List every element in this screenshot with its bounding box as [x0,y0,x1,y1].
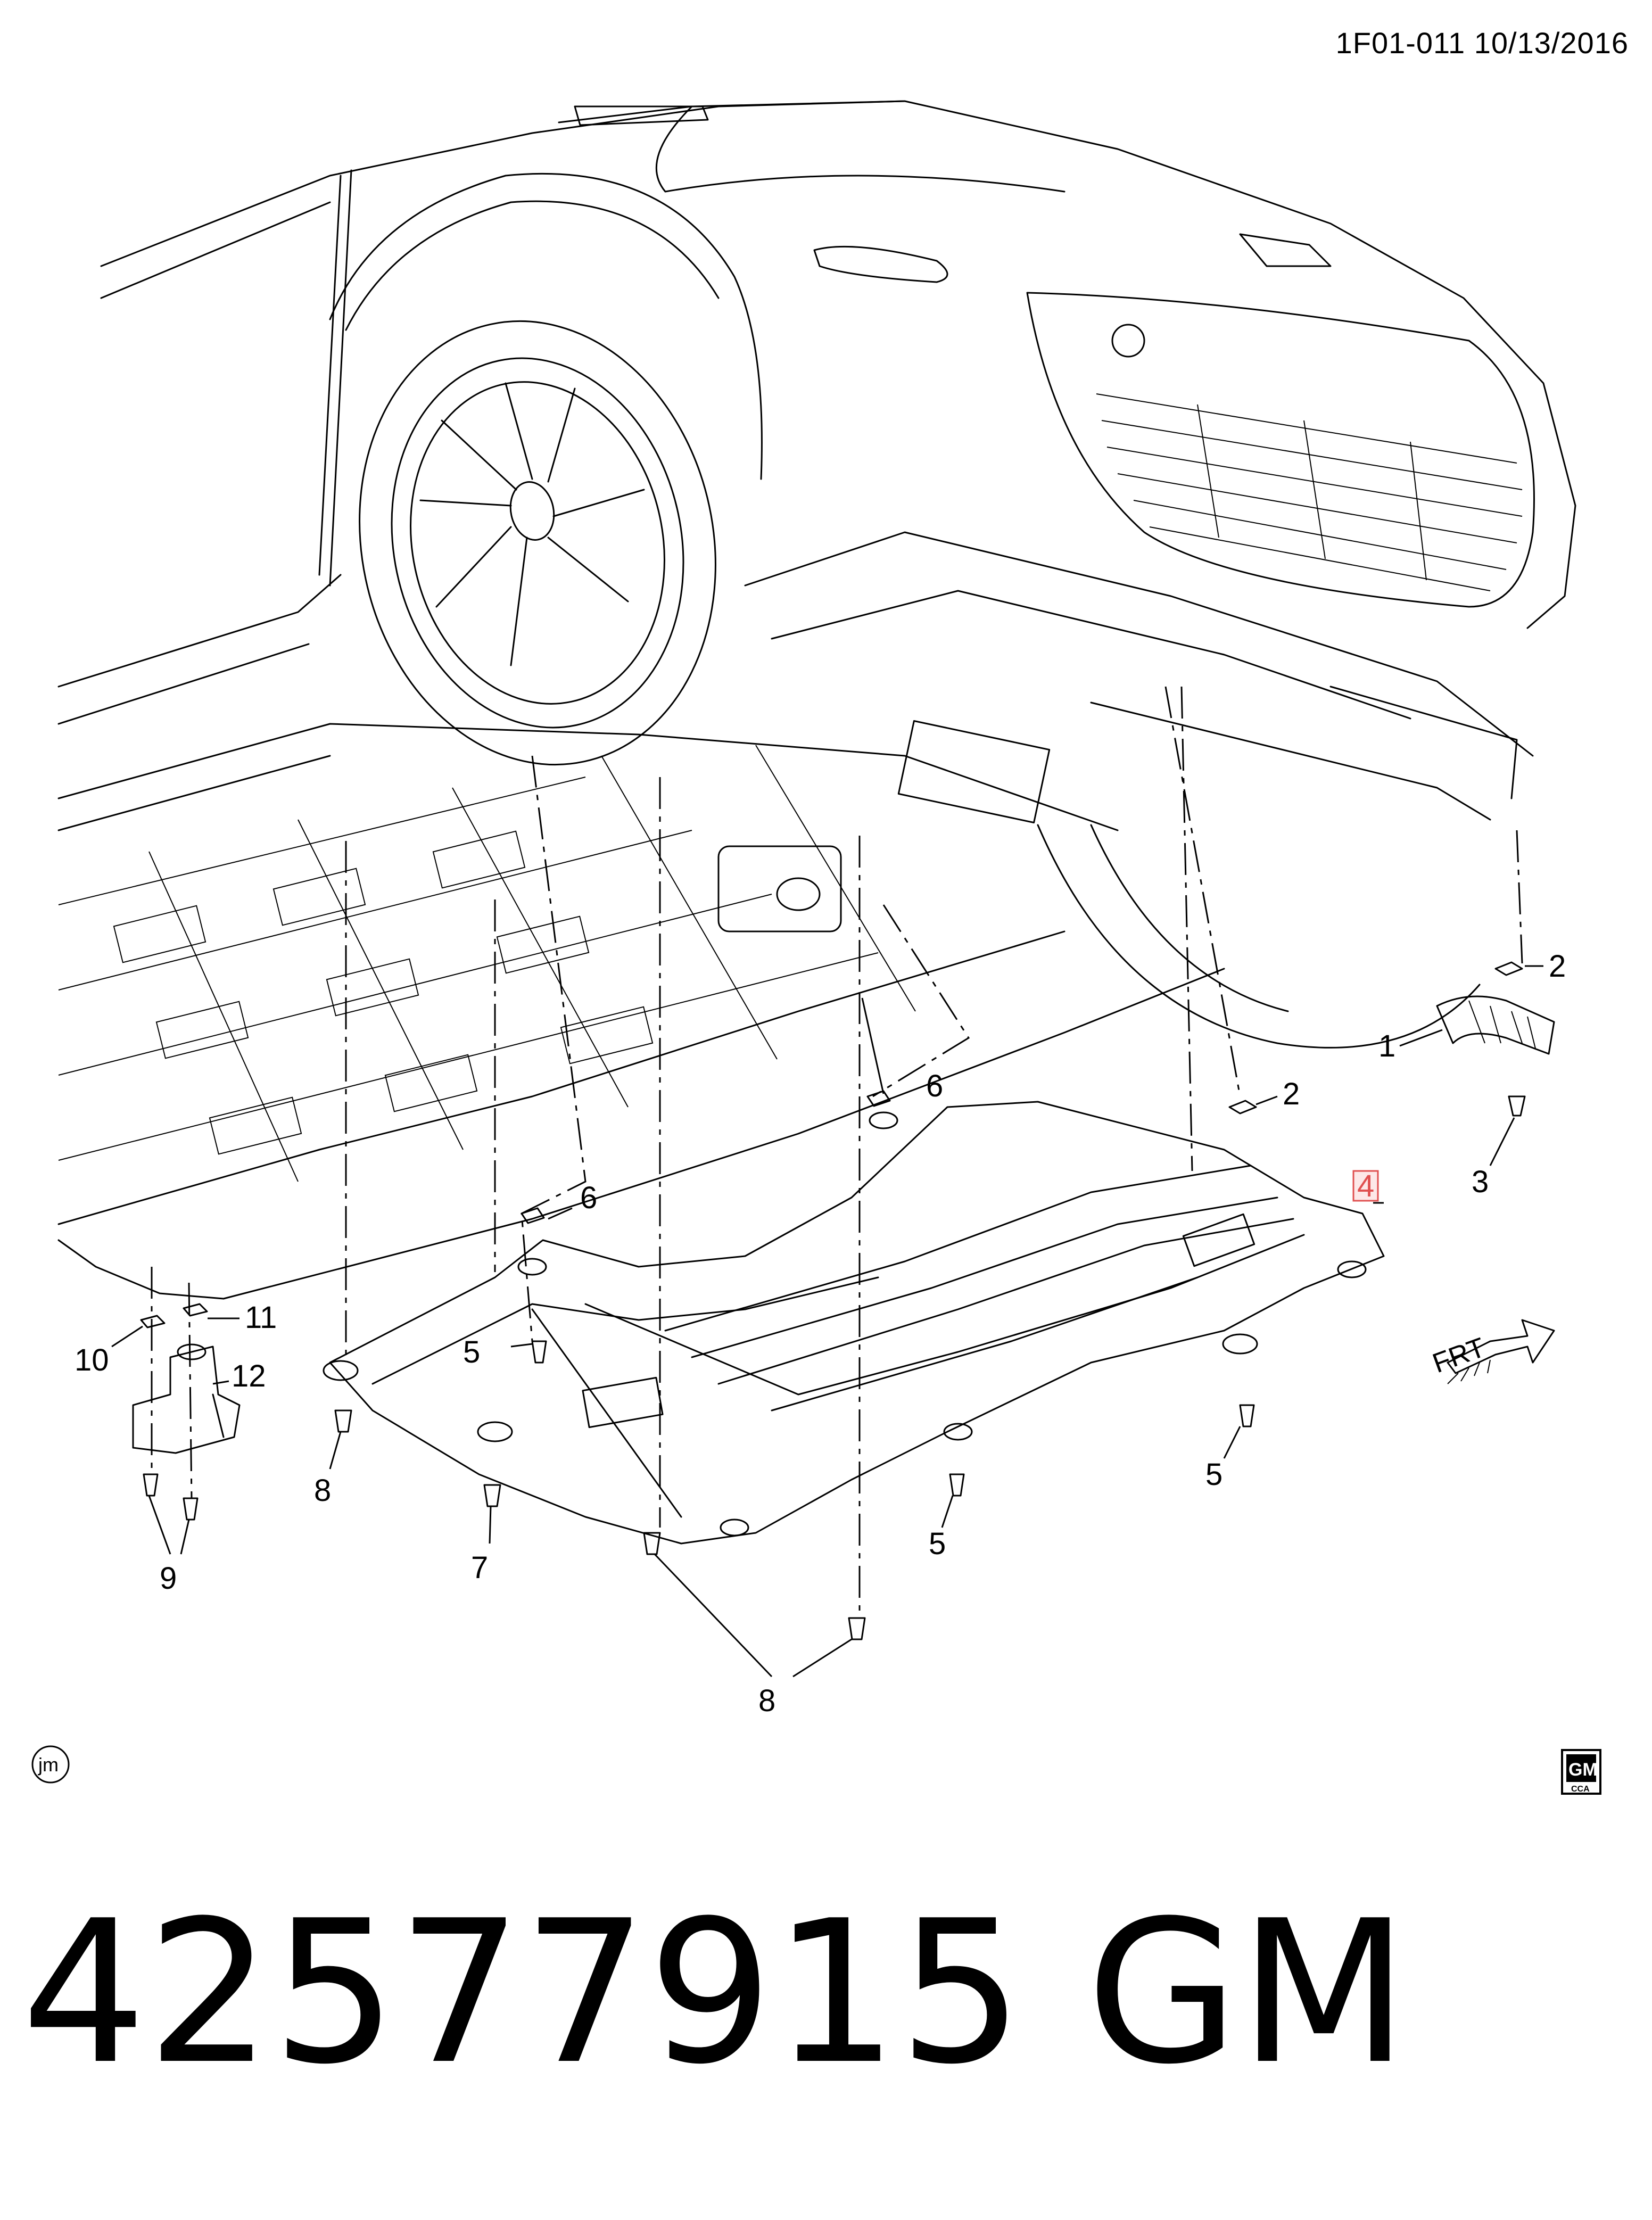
front-wheel [359,320,1481,1049]
callout-11: 11 [245,1300,277,1335]
gm-logo-text: GM [1568,1760,1598,1780]
front-direction-indicator: FRT [1428,1319,1555,1384]
gm-logo-subtext: CCA [1571,1785,1590,1794]
grille-slats [1096,393,1523,591]
callout-1: 1 [1378,1029,1395,1063]
callout-8-left: 8 [314,1473,331,1508]
bracket [132,1343,241,1454]
callout-7: 7 [471,1550,488,1585]
vehicle-body-outline [57,100,1576,725]
part-number-label: 42577915 GM [21,1879,1409,2108]
callout-3: 3 [1472,1165,1489,1199]
underbody-shield [323,1101,1385,1545]
callout-5-right: 5 [1205,1457,1223,1492]
callout-4-highlight [1352,1170,1379,1202]
jm-watermark: jm [31,1745,70,1784]
callout-10: 10 [75,1343,109,1377]
front-side-deflector [1436,995,1555,1055]
callout-6-lower: 6 [580,1181,597,1215]
gm-logo: GM CCA [1561,1749,1601,1795]
assembly-lines [151,686,1523,1618]
callout-2-upper: 2 [1549,949,1566,984]
callout-2-lower: 2 [1283,1077,1300,1111]
callout-8-bottom: 8 [758,1683,775,1718]
fasteners [140,961,1526,1640]
callout-4: 4 [1357,1169,1374,1203]
callout-labels: 1 2 2 3 4 5 5 5 6 6 7 8 8 9 10 11 12 [75,949,1566,1718]
diagram-code-date: 1F01-011 10/13/2016 [1335,26,1629,60]
jm-text: jm [38,1754,59,1776]
floor-pan [57,531,1534,1300]
callout-5-left: 5 [463,1335,480,1369]
callout-5-bottom: 5 [929,1526,946,1561]
callout-6-upper: 6 [926,1069,943,1103]
callout-9: 9 [160,1561,177,1596]
leader-lines [111,965,1543,1678]
floor-pan-grid [58,745,916,1182]
callout-12: 12 [232,1359,266,1393]
